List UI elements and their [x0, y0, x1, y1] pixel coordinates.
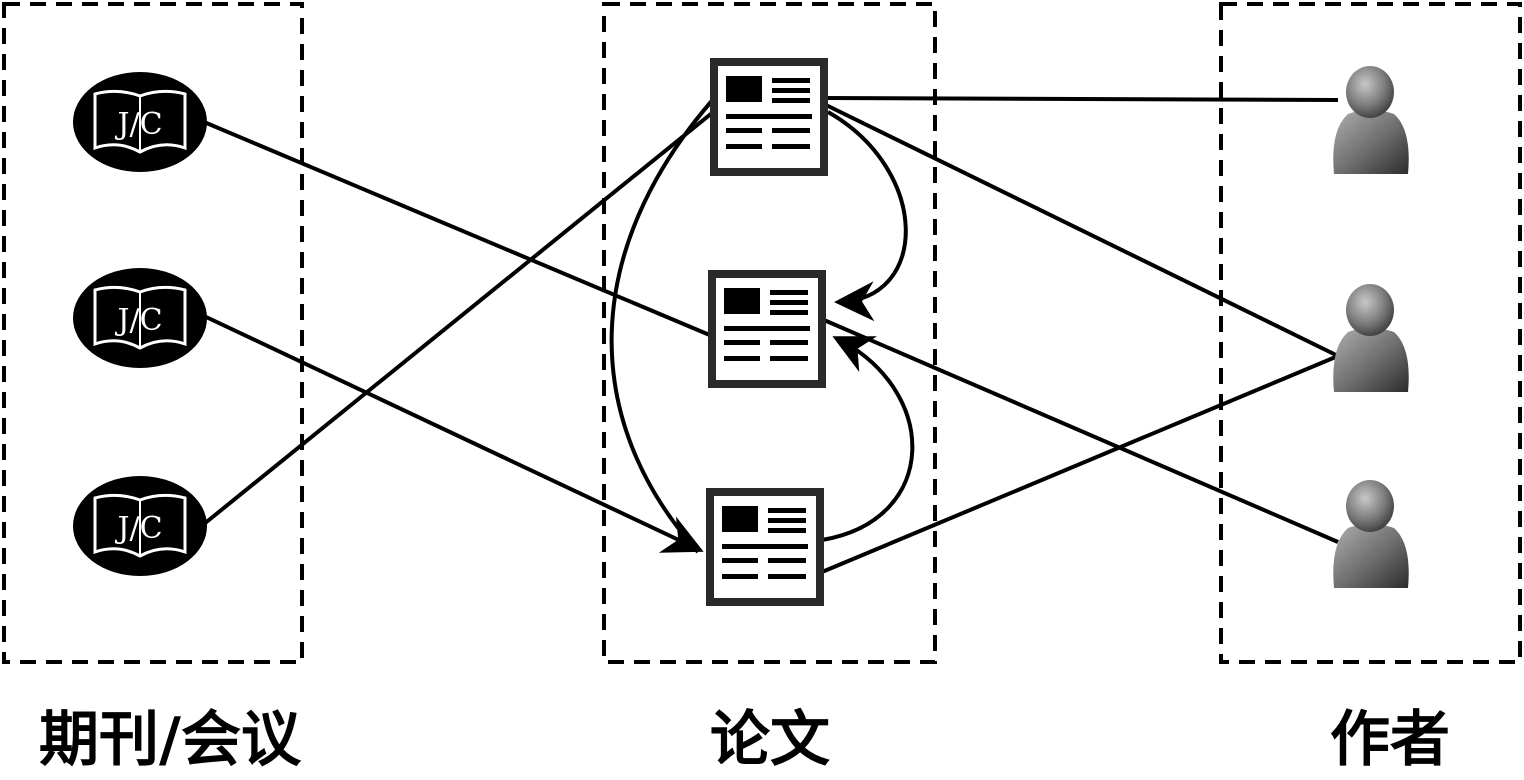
edge-venue1-paper2: [203, 120, 713, 338]
venues-group-label: 期刊/会议: [39, 705, 301, 775]
papers-group-box: [602, 2, 937, 664]
author-node-2: [1333, 284, 1409, 392]
paper-node-3: [706, 488, 824, 606]
venue-node-1: J/C: [73, 72, 207, 172]
citation-paper3-to-paper2: [821, 336, 915, 542]
edge-paper1-author1: [823, 96, 1339, 102]
edge-paper3-author2: [821, 354, 1339, 574]
edge-venue3-paper1: [202, 111, 714, 526]
author-node-3: [1333, 480, 1409, 588]
venue-icon-text: J/C: [114, 107, 162, 142]
authors-group-label: 作者: [1330, 705, 1450, 775]
author-person-icon: [1333, 480, 1409, 588]
papers-group-label: 论文: [710, 705, 830, 775]
venues-group-box: [2, 2, 304, 664]
paper-document-icon: [710, 58, 828, 176]
citation-paper1-to-paper3: [609, 94, 718, 554]
citation-paper1-to-paper2: [827, 110, 908, 322]
paper-document-icon: [706, 488, 824, 606]
venue-icon-text: J/C: [114, 511, 162, 546]
author-person-icon: [1333, 66, 1409, 174]
author-person-icon: [1333, 284, 1409, 392]
edge-venue2-paper3: [203, 314, 704, 553]
edge-paper1-author2: [823, 102, 1339, 358]
paper-node-1: [710, 58, 828, 176]
paper-node-2: [708, 270, 826, 388]
venue-node-3: J/C: [73, 476, 207, 576]
venue-icon-text: J/C: [114, 303, 162, 338]
author-node-1: [1333, 66, 1409, 174]
venue-node-2: J/C: [73, 268, 207, 368]
authors-group-box: [1219, 2, 1522, 664]
edge-paper2-author3: [823, 318, 1339, 544]
paper-document-icon: [708, 270, 826, 388]
